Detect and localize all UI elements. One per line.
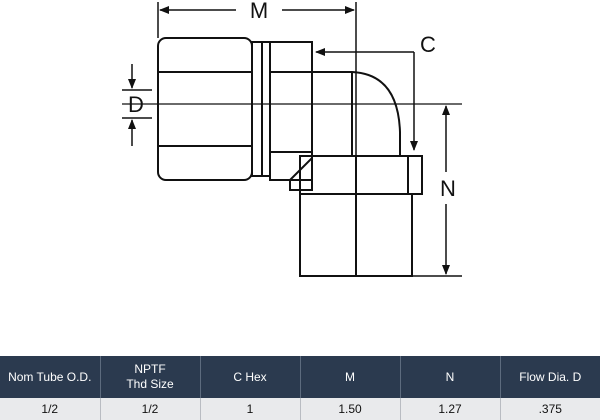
header-m: M [300,356,401,398]
body-hex-notch [289,155,313,191]
fitting-drawing: M C D N [122,0,462,277]
dimension-d [122,64,152,146]
table-row: 1/2 1/2 1 1.50 1.27 .375 [0,398,600,420]
dimension-c [315,48,418,151]
header-flow-dia-d: Flow Dia. D [500,356,600,398]
dimension-n [412,105,462,277]
bottom-hex [299,155,423,195]
header-nom-tube-od: Nom Tube O.D. [0,356,101,398]
dim-label-m: M [250,0,268,23]
header-n: N [400,356,501,398]
cell-flow-dia-d: .375 [500,398,600,420]
cell-c-hex: 1 [200,398,301,420]
dim-label-n: N [440,176,456,201]
cell-nom-tube-od: 1/2 [0,398,101,420]
compression-nut [157,37,253,181]
dimension-m [157,2,357,190]
dim-label-c: C [420,32,436,57]
header-c-hex: C Hex [200,356,301,398]
cell-m: 1.50 [300,398,401,420]
dim-label-d: D [128,92,144,117]
fitting-outline [157,37,423,277]
cell-n: 1.27 [400,398,501,420]
cell-nptf-thd-size: 1/2 [100,398,201,420]
body-hex [269,41,313,181]
